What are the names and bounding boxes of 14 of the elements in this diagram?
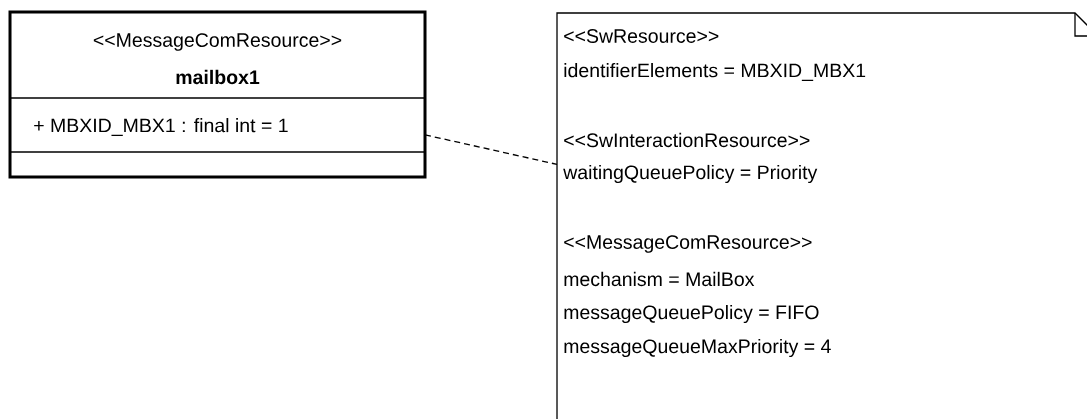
attribute-text: + MBXID_MBX1 : final int = 1 <box>34 118 288 136</box>
stereotype-label: <<MessageComResource>> <box>93 33 342 51</box>
note-text: waitingQueuePolicy = Priority <box>563 164 818 184</box>
class-name: mailbox1 <box>176 69 260 85</box>
note-text: identifierElements = MBXID_MBX1 <box>564 63 866 81</box>
note-text: messageQueuePolicy = FIFO <box>564 304 819 324</box>
note-shape <box>556 12 1087 419</box>
note-text: messageQueueMaxPriority = 4 <box>564 338 831 358</box>
note-text: mechanism = MailBox <box>564 271 755 287</box>
note-text: <<SwResource>> <box>564 29 719 43</box>
note-text: <<MessageComResource>> <box>564 235 812 253</box>
note-text: <<SwInteractionResource>> <box>564 132 810 148</box>
connector-line <box>424 134 558 166</box>
class-box <box>8 10 427 179</box>
